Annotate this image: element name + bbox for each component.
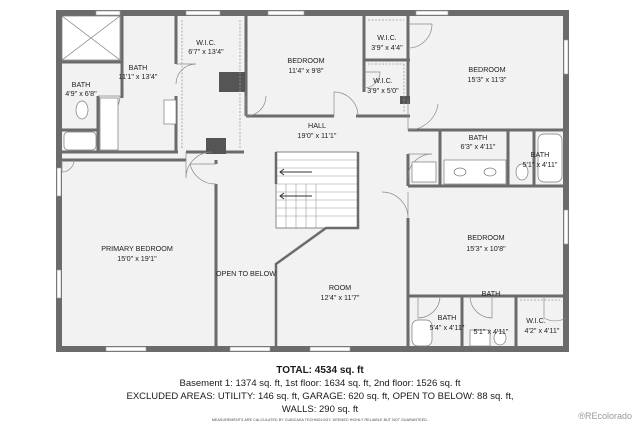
bath-fixtures: [61, 15, 563, 347]
room-name-bath-b2: BATH: [482, 289, 501, 298]
room-name-room: ROOM: [329, 283, 351, 292]
vanity-bottom: [469, 329, 491, 347]
closet-shelves: [181, 19, 560, 301]
room-size-wic-top: 6'7" x 13'4": [188, 47, 224, 56]
room-size-primary: 15'0" x 19'1": [117, 254, 157, 263]
room-name-bath-top: BATH: [129, 63, 148, 72]
room-name-wic-small2: W.I.C.: [373, 76, 393, 85]
room-name-hall: HALL: [308, 121, 326, 130]
room-name-bedroom-tr: BEDROOM: [468, 65, 505, 74]
room-name-primary: PRIMARY BEDROOM: [101, 244, 173, 253]
floor-areas: Basement 1: 1374 sq. ft, 1st floor: 1634…: [179, 378, 461, 389]
walls-area: WALLS: 290 sq. ft: [281, 404, 359, 415]
room-name-wic-br: W.I.C.: [526, 316, 546, 325]
stair-rail: [274, 152, 360, 348]
door-swings: [61, 23, 567, 322]
excluded-areas: EXCLUDED AREAS: UTILITY: 146 sq. ft, GAR…: [126, 391, 514, 402]
room-size-bath-top: 11'1" x 13'4": [119, 72, 158, 81]
room-name-bath-mid2: BATH: [531, 150, 550, 159]
room-size-wic-small1: 3'9" x 4'4": [371, 43, 403, 52]
room-name-bedroom-top: BEDROOM: [287, 56, 324, 65]
vanity-hall: [443, 159, 507, 185]
sink-hall-2: [483, 167, 497, 177]
room-size-bedroom-r: 15'3" x 10'8": [466, 244, 506, 253]
hall-cabinet: [411, 161, 437, 183]
toilet-mid: [515, 163, 529, 181]
stair-treads: [276, 159, 358, 228]
room-name-bedroom-r: BEDROOM: [467, 233, 504, 242]
total-area: TOTAL: 4534 sq. ft: [276, 365, 364, 376]
tub-bottom: [411, 319, 433, 347]
wall-blocks: [206, 72, 410, 154]
staircase: [275, 151, 359, 229]
room-size-bedroom-tr: 15'3" x 11'3": [468, 75, 507, 84]
toilet-left: [75, 100, 89, 120]
toilet-bottom: [493, 330, 507, 346]
room-name-bath-b1: BATH: [438, 313, 457, 322]
stair-arrows: [279, 168, 312, 200]
room-size-wic-small2: 3'9" x 5'0": [367, 86, 399, 95]
room-name-open-below: OPEN TO BELOW: [216, 269, 276, 278]
room-size-bath-left: 4'9" x 6'8": [65, 89, 97, 98]
room-size-bath-mid2: 5'1" x 4'11": [523, 160, 558, 169]
tub-mid: [537, 133, 563, 183]
room-name-bath-left: BATH: [72, 80, 91, 89]
room-name-wic-top: W.I.C.: [196, 38, 216, 47]
room-size-room: 12'4" x 11'7": [321, 293, 360, 302]
room-size-bath-b2: 5'1" x 4'11": [474, 327, 509, 336]
room-size-bath-b1: 5'4" x 4'11": [430, 323, 465, 332]
vanity-master: [163, 99, 177, 125]
room-size-hall: 19'0" x 11'1": [298, 131, 337, 140]
disclaimer: MEASUREMENTS ARE CALCULATED BY CUBICASA …: [211, 418, 429, 422]
room-name-wic-small1: W.I.C.: [377, 33, 397, 42]
windows: [56, 10, 569, 352]
room-size-wic-br: 4'2" x 4'11": [525, 326, 560, 335]
room-size-bedroom-top: 11'4" x 9'8": [289, 66, 324, 75]
room-name-bath-mid: BATH: [469, 133, 488, 142]
sink-hall-1: [453, 167, 467, 177]
vanity-left: [99, 97, 119, 151]
room-size-bath-mid: 6'3" x 4'11": [461, 142, 496, 151]
tub-left: [63, 131, 97, 151]
recolorado-watermark: ®REcolorado: [578, 411, 632, 421]
